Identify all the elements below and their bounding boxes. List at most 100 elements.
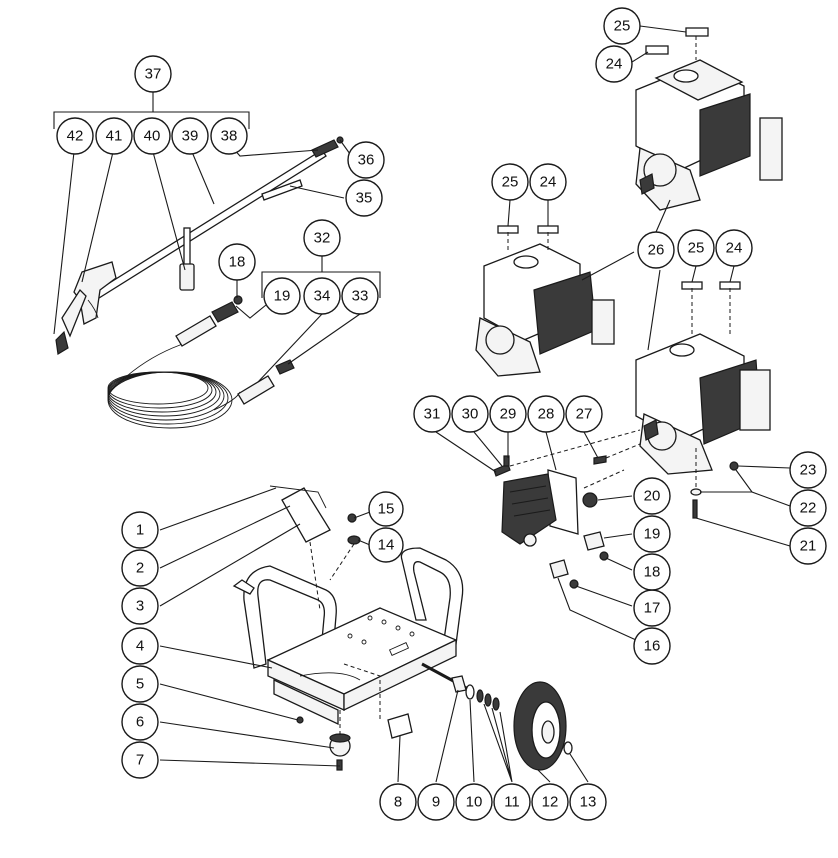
- svg-text:36: 36: [358, 152, 375, 169]
- callout-37: 37: [134, 55, 172, 93]
- callout-35: 35: [345, 179, 383, 217]
- svg-text:6: 6: [136, 714, 144, 731]
- svg-text:24: 24: [606, 56, 623, 73]
- engine-bottom: [635, 199, 791, 547]
- svg-text:23: 23: [800, 462, 817, 479]
- svg-text:30: 30: [462, 406, 479, 423]
- svg-text:11: 11: [504, 794, 520, 811]
- svg-text:31: 31: [424, 406, 441, 423]
- svg-text:13: 13: [580, 794, 597, 811]
- svg-text:25: 25: [688, 240, 705, 257]
- callout-19-hose: 19: [263, 277, 301, 315]
- svg-text:33: 33: [352, 288, 369, 305]
- svg-text:41: 41: [106, 128, 123, 145]
- callout-4: 4: [121, 627, 159, 665]
- svg-text:32: 32: [314, 230, 331, 247]
- callout-26: 26: [637, 231, 675, 269]
- svg-text:2: 2: [136, 560, 144, 577]
- pump-assembly: [435, 429, 641, 641]
- callout-32: 32: [303, 219, 341, 257]
- callout-3: 3: [121, 587, 159, 625]
- callout-38: 38: [210, 117, 248, 155]
- svg-text:19: 19: [274, 288, 291, 305]
- svg-text:26: 26: [648, 242, 665, 259]
- callout-42: 42: [56, 117, 94, 155]
- svg-text:1: 1: [136, 522, 144, 539]
- svg-text:9: 9: [432, 794, 440, 811]
- svg-text:40: 40: [144, 128, 161, 145]
- callout-36: 36: [347, 141, 385, 179]
- callout-28: 28: [527, 395, 565, 433]
- callout-30: 30: [451, 395, 489, 433]
- callout-18-hose: 18: [218, 243, 256, 281]
- svg-text:5: 5: [136, 676, 144, 693]
- frame-cart-assembly: [159, 485, 471, 783]
- engine-top: [631, 25, 783, 211]
- callout-39: 39: [171, 117, 209, 155]
- callout-10: 10: [455, 783, 493, 821]
- svg-text:28: 28: [538, 406, 555, 423]
- callout-12: 12: [531, 783, 569, 821]
- svg-text:39: 39: [182, 128, 199, 145]
- callout-2: 2: [121, 549, 159, 587]
- svg-text:16: 16: [644, 638, 661, 655]
- callout-18-pump: 18: [633, 553, 671, 591]
- callout-25-middle: 25: [491, 163, 529, 201]
- callout-40: 40: [133, 117, 171, 155]
- callout-21: 21: [789, 527, 827, 565]
- svg-text:25: 25: [614, 18, 631, 35]
- callout-5: 5: [121, 665, 159, 703]
- callout-34: 34: [303, 277, 341, 315]
- svg-text:12: 12: [542, 794, 559, 811]
- svg-text:25: 25: [502, 174, 519, 191]
- wheel-assembly: [435, 675, 589, 783]
- callout-29: 29: [489, 395, 527, 433]
- callout-31: 31: [413, 395, 451, 433]
- callout-13: 13: [569, 783, 607, 821]
- callout-24-top: 24: [595, 45, 633, 83]
- callout-9: 9: [417, 783, 455, 821]
- svg-text:21: 21: [800, 538, 817, 555]
- callout-19-pump: 19: [633, 515, 671, 553]
- svg-text:3: 3: [136, 598, 144, 615]
- callout-11: 11: [493, 783, 531, 821]
- callout-25-bottom: 25: [677, 229, 715, 267]
- svg-text:29: 29: [500, 406, 517, 423]
- svg-text:24: 24: [726, 240, 743, 257]
- hose-assembly: [107, 254, 381, 429]
- svg-text:7: 7: [136, 752, 144, 769]
- callout-24-middle: 24: [529, 163, 567, 201]
- svg-text:10: 10: [466, 794, 483, 811]
- svg-text:24: 24: [540, 174, 557, 191]
- callout-24-bottom: 24: [715, 229, 753, 267]
- svg-text:15: 15: [378, 501, 395, 518]
- svg-text:20: 20: [644, 488, 661, 505]
- spray-gun-assembly: [53, 90, 351, 355]
- callout-22: 22: [789, 489, 827, 527]
- svg-text:4: 4: [136, 638, 144, 655]
- callout-25-top: 25: [603, 7, 641, 45]
- svg-text:17: 17: [644, 600, 661, 617]
- callout-1: 1: [121, 511, 159, 549]
- svg-text:8: 8: [394, 794, 402, 811]
- callout-17: 17: [633, 589, 671, 627]
- callout-7: 7: [121, 741, 159, 779]
- callout-14: 14: [368, 527, 404, 563]
- svg-text:34: 34: [314, 288, 331, 305]
- callout-41: 41: [95, 117, 133, 155]
- callout-27: 27: [565, 395, 603, 433]
- callout-8: 8: [379, 783, 417, 821]
- svg-text:35: 35: [356, 190, 373, 207]
- svg-text:27: 27: [576, 406, 593, 423]
- svg-text:22: 22: [800, 500, 817, 517]
- svg-text:18: 18: [644, 564, 661, 581]
- svg-text:38: 38: [221, 128, 238, 145]
- callout-16: 16: [633, 627, 671, 665]
- callout-20: 20: [633, 477, 671, 515]
- svg-text:19: 19: [644, 526, 661, 543]
- svg-text:42: 42: [67, 128, 84, 145]
- svg-text:37: 37: [145, 66, 162, 83]
- svg-text:18: 18: [229, 254, 246, 271]
- svg-text:14: 14: [378, 537, 395, 554]
